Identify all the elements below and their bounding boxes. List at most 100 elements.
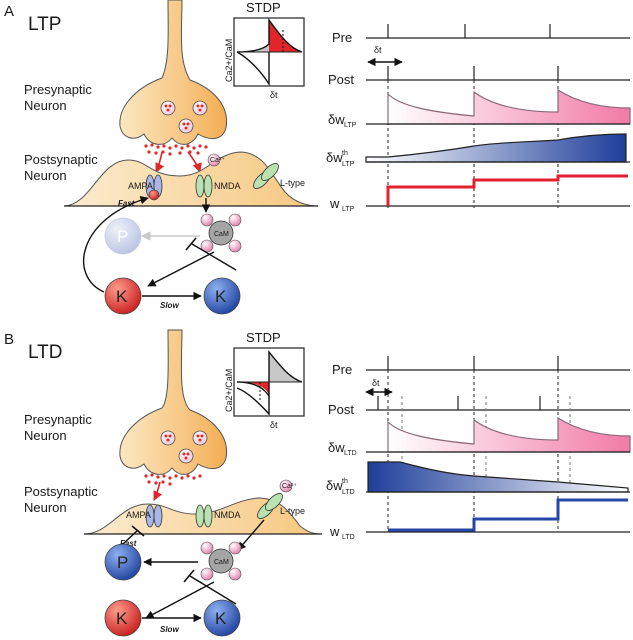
- phosphatase-node: P: [104, 217, 142, 255]
- w-ltd-sub: LTD: [342, 534, 355, 541]
- postsynaptic-spine: [63, 151, 319, 207]
- cam-to-k-arrow: [145, 581, 215, 619]
- dw-ltd-label: δw: [328, 440, 345, 455]
- panel-ltd: B LTD: [4, 329, 631, 637]
- svg-text:K: K: [116, 287, 128, 306]
- calcium-ion: Ca²⁺: [279, 479, 297, 493]
- post-spikes: [377, 396, 541, 410]
- svg-text:Ca²⁺: Ca²⁺: [282, 483, 297, 490]
- pre-spikes: [387, 24, 551, 38]
- kinase-node-red: K: [104, 277, 142, 315]
- stdp-title: STDP: [246, 0, 281, 15]
- presynaptic-label-line1: Presynaptic: [24, 412, 92, 427]
- svg-text:P: P: [117, 553, 128, 572]
- dwth-ltd-curve: [367, 461, 629, 493]
- stdp-xlabel: δt: [270, 420, 278, 430]
- postsynaptic-label-line1: Postsynaptic: [24, 484, 98, 499]
- released-glutamate: [144, 473, 202, 486]
- panel-ltp: A LTP: [4, 0, 631, 315]
- pre-label: Pre: [332, 30, 352, 45]
- nmda-receptor: [195, 504, 213, 528]
- glutamate-arrow-ampa: [153, 481, 163, 501]
- panel-letter: A: [4, 3, 14, 20]
- svg-text:Ca²⁺: Ca²⁺: [210, 157, 225, 164]
- dwth-ltd-sup: th: [342, 478, 348, 485]
- post-label: Post: [328, 402, 354, 417]
- l-type-channel: [253, 163, 279, 189]
- dt-label: δt: [372, 378, 380, 388]
- postsynaptic-label-line2: Neuron: [24, 500, 67, 515]
- fast-label: Fast: [120, 539, 137, 548]
- slow-label: Slow: [160, 301, 179, 310]
- dt-label: δt: [374, 45, 382, 55]
- cam-complex: CaM: [200, 541, 242, 581]
- pre-label: Pre: [332, 362, 352, 377]
- calcium-ion: Ca²⁺: [207, 153, 225, 167]
- ampa-receptor: [145, 504, 163, 528]
- kinase-node-blue: K: [203, 599, 241, 637]
- w-ltp-trace: [386, 174, 628, 206]
- l-type-channel: [257, 493, 283, 519]
- k-to-ampa-arrow: [82, 196, 149, 293]
- cam-complex: CaM: [200, 213, 242, 253]
- ampa-receptor: [145, 174, 163, 201]
- presynaptic-label-line2: Neuron: [24, 98, 67, 113]
- panel-letter: B: [4, 331, 14, 348]
- dwth-ltp-curve: [365, 133, 627, 163]
- svg-text:K: K: [215, 287, 227, 306]
- dwth-ltp-sub: LTP: [342, 161, 355, 168]
- pre-spikes: [387, 356, 559, 370]
- w-ltd-trace: [388, 498, 628, 532]
- w-ltp-sub: LTP: [342, 206, 355, 213]
- dw-ltp-sub: LTP: [344, 122, 357, 129]
- dw-ltp-curve: [387, 88, 631, 125]
- glutamate-arrow-nmda: [187, 151, 202, 173]
- stdp-ylabel: Ca2+/CaM: [224, 39, 234, 82]
- kinase-node-red: K: [104, 599, 142, 637]
- presynaptic-label-line1: Presynaptic: [24, 82, 92, 97]
- dwth-ltp-sup: th: [342, 150, 348, 157]
- postsynaptic-label-line1: Postsynaptic: [24, 152, 98, 167]
- l-type-label: L-type: [280, 178, 305, 188]
- nmda-label: NMDA: [214, 181, 241, 191]
- dw-ltp-label: δw: [328, 112, 345, 127]
- dw-ltd-curve: [387, 416, 631, 453]
- dwth-ltd-label: δw: [326, 478, 343, 493]
- cam-label: CaM: [214, 231, 229, 238]
- presynaptic-terminal: [119, 0, 228, 145]
- postsynaptic-label-line2: Neuron: [24, 168, 67, 183]
- phosphatase-node: P: [104, 543, 142, 581]
- k-inhibits-cam: [191, 243, 237, 271]
- slow-label: Slow: [160, 625, 179, 634]
- svg-text:K: K: [116, 609, 128, 628]
- post-label: Post: [328, 72, 354, 87]
- w-ltd-label: w: [329, 524, 340, 539]
- cam-label: CaM: [214, 559, 229, 566]
- l-type-label: L-type: [280, 506, 305, 516]
- dwth-ltd-sub: LTD: [342, 489, 355, 496]
- stdp-title: STDP: [246, 330, 281, 345]
- ampa-label: AMPA: [126, 510, 151, 520]
- svg-text:K: K: [215, 609, 227, 628]
- w-ltp-label: w: [329, 196, 340, 211]
- presynaptic-terminal: [119, 329, 228, 475]
- dwth-ltp-label: δw: [326, 150, 343, 165]
- panel-title: LTD: [28, 342, 62, 363]
- nmda-label: NMDA: [214, 510, 241, 520]
- kinase-node-blue: K: [203, 277, 241, 315]
- post-spikes: [387, 66, 559, 80]
- presynaptic-label-line2: Neuron: [24, 428, 67, 443]
- nmda-receptor: [195, 174, 213, 198]
- fast-label: Fast: [118, 199, 135, 208]
- glutamate-arrow-ampa: [155, 151, 165, 173]
- stdp-ylabel: Ca2+/CaM: [224, 369, 234, 412]
- panel-title: LTP: [28, 14, 61, 35]
- svg-text:P: P: [117, 227, 128, 246]
- synaptic-vesicles: [160, 430, 208, 464]
- ltype-to-cam-arrow: [237, 519, 265, 551]
- stdp-xlabel: δt: [270, 90, 278, 100]
- p-inhibits-ampa: [122, 529, 139, 545]
- ampa-label: AMPA: [128, 181, 153, 191]
- released-glutamate: [144, 143, 208, 156]
